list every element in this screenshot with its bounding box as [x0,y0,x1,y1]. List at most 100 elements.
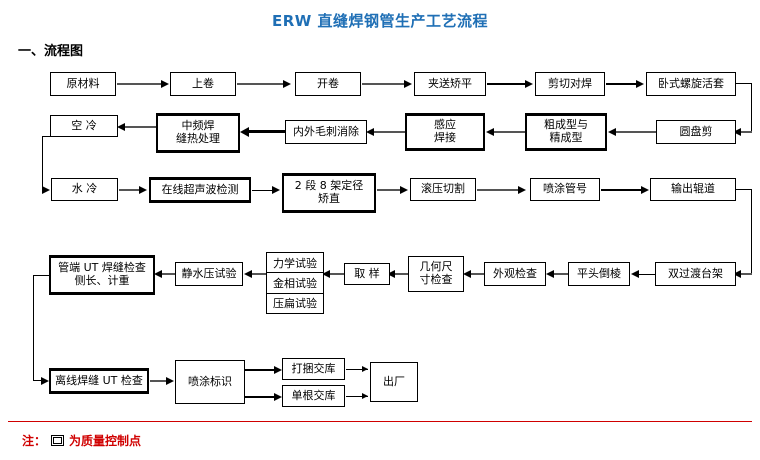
legend-prefix: 注： [22,434,47,448]
lab-test-flattening: 压扁试验 [267,292,323,313]
node-bundle-delivery-warehouse[interactable]: 打捆交库 [282,358,345,380]
node-label: 原材料 [66,76,100,90]
node-sizing-straightening[interactable]: 2 段 8 架定径 矫直 [282,173,376,213]
node-label-line1: 几何尺 [419,260,453,274]
node-label: 静水压试验 [181,266,237,280]
node-label-line2: 精成型 [549,131,583,144]
legend-suffix: 为质量控制点 [69,434,142,448]
arrow-left-icon [546,270,554,278]
node-burr-removal[interactable]: 内外毛刺消除 [285,120,367,144]
connector-burr-removal-to-heat-treatment [248,130,285,133]
connector-wrap-row3-top [736,189,752,190]
arrow-right-icon [274,393,282,401]
node-single-delivery-warehouse[interactable]: 单根交库 [282,385,345,407]
connector-wrap-row4-bottom [33,380,43,381]
node-label: 喷涂管号 [543,182,587,196]
arrow-right-icon [518,186,526,194]
node-hydrostatic-test[interactable]: 静水压试验 [175,262,243,286]
node-label: 双过渡台架 [668,266,723,280]
quality-control-point-symbol [51,435,65,446]
node-uncoiling-load[interactable]: 上卷 [170,72,236,96]
arrow-left-icon [486,128,494,136]
connector-offline-ut-to-spray-marking [150,380,168,382]
page-title: ERW 直缝焊钢管生产工艺流程 [271,12,489,30]
arrow-left-icon [463,270,471,278]
arrow-left-icon [117,123,125,131]
arrow-right-icon [161,80,169,88]
node-weld-seam-heat-treatment[interactable]: 中频焊 缝热处理 [156,113,240,153]
node-label: 空 冷 [71,118,97,132]
connector-hydrostatic-to-pipe-end-ut [161,273,176,275]
node-air-cooling[interactable]: 空 冷 [50,115,118,137]
connector-spray-marking-to-single [245,396,276,398]
connector-water-cooling-to-ultrasonic [119,189,141,191]
node-label: 圆盘剪 [679,124,713,138]
node-offline-weld-ut-inspection[interactable]: 离线焊缝 UT 检查 [49,368,149,394]
node-uncoiling[interactable]: 开卷 [295,72,361,96]
legend-divider [8,421,752,422]
node-label: 输出辊道 [671,182,715,196]
node-label-line1: 粗成型与 [544,118,588,132]
node-label: 平头倒棱 [577,266,621,280]
node-label: 卧式螺旋活套 [658,76,724,90]
connector-wrap-row1-vertical [751,83,752,132]
node-pipe-end-ut-weld-inspection[interactable]: 管端 UT 焊缝检查 侧长、计重 [49,255,155,295]
node-sampling[interactable]: 取 样 [344,263,390,285]
node-label: 上卷 [192,76,214,90]
node-induction-welding[interactable]: 感应 焊接 [405,113,485,151]
connector-lab-tests-to-hydrostatic [251,273,267,275]
arrow-right-icon [362,366,368,372]
arrow-right-icon [641,186,649,194]
node-spray-marking[interactable]: 喷涂标识 [175,360,245,404]
arrow-right-icon [636,80,644,88]
node-label: 剪切对焊 [548,76,592,90]
connector-ultrasonic-to-sizing [252,190,274,191]
arrow-left-icon [733,128,741,136]
node-label-line1: 中频焊 [181,119,215,133]
arrow-right-icon [283,80,291,88]
arrow-left-icon [608,128,616,136]
arrow-left-icon [366,128,374,136]
node-label: 单根交库 [291,388,336,402]
legend: 注： 为质量控制点 [22,432,141,449]
node-label-line2: 矫直 [318,192,340,205]
node-horizontal-spiral-accumulator[interactable]: 卧式螺旋活套 [646,72,736,96]
node-shear-butt-welding[interactable]: 剪切对焊 [535,72,605,96]
node-rough-fine-forming[interactable]: 粗成型与 精成型 [525,113,607,151]
connector-raw-material-to-uncoiling-load [117,83,163,85]
node-roll-press-cutting[interactable]: 滚压切割 [410,178,476,201]
node-ex-works[interactable]: 出厂 [370,362,418,402]
arrow-left-icon [322,270,330,278]
arrow-left-icon [154,270,162,278]
connector-disc-shear-to-forming [614,131,656,133]
connector-bundle-to-exworks [346,369,368,370]
node-label: 在线超声波检测 [161,182,239,196]
connector-heat-treatment-to-air-cooling [124,126,156,128]
connector-forming-to-induction-welding [492,131,525,133]
arrow-right-icon [362,393,368,399]
connector-shear-butt-welding-to-accumulator [606,83,638,85]
node-water-cooling[interactable]: 水 冷 [51,178,118,201]
node-output-roller-table[interactable]: 输出辊道 [650,178,736,201]
node-raw-material[interactable]: 原材料 [50,72,116,96]
node-label-line1: 2 段 8 架定径 [294,179,364,193]
node-pinch-leveling[interactable]: 夹送矫平 [414,72,486,96]
lab-test-mechanical: 力学试验 [273,256,317,270]
node-label-line2: 寸检查 [419,273,453,286]
node-label: 打捆交库 [291,361,336,375]
node-label-line1: 感应 [434,118,456,132]
node-facing-beveling[interactable]: 平头倒棱 [568,262,630,286]
node-disc-shear[interactable]: 圆盘剪 [656,120,736,144]
node-double-transition-rack[interactable]: 双过渡台架 [655,262,736,286]
node-online-ultrasonic-test[interactable]: 在线超声波检测 [149,177,251,203]
arrow-right-icon [274,366,282,374]
arrow-right-icon [400,186,408,194]
node-label: 开卷 [317,76,339,90]
arrow-right-icon [166,377,174,385]
node-geometry-dimension-inspection[interactable]: 几何尺 寸检查 [408,256,464,292]
connector-spray-marking-to-bundle [245,369,276,371]
node-lab-tests[interactable]: 力学试验 金相试验 压扁试验 [266,252,324,314]
node-label-line2: 侧长、计重 [74,274,130,287]
node-appearance-inspection[interactable]: 外观检查 [484,262,546,286]
node-spray-pipe-number[interactable]: 喷涂管号 [530,178,600,201]
